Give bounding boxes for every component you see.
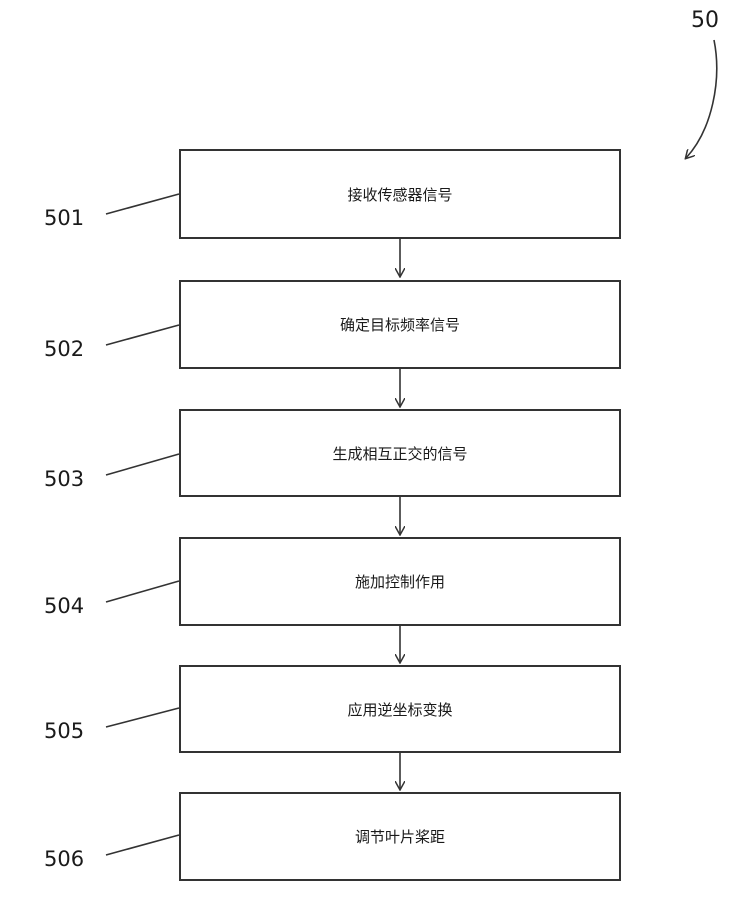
step-text-504: 施加控制作用 xyxy=(355,571,445,592)
leader-501 xyxy=(106,194,179,214)
ref-504: 504 xyxy=(44,594,84,618)
leader-504 xyxy=(106,581,179,602)
step-box-502: 确定目标频率信号 xyxy=(179,280,621,369)
ref-502: 502 xyxy=(44,337,84,361)
step-text-505: 应用逆坐标变换 xyxy=(347,699,452,720)
ref-501: 501 xyxy=(44,206,84,230)
leader-505 xyxy=(106,708,179,727)
leader-506 xyxy=(106,835,179,855)
ref-505: 505 xyxy=(44,719,84,743)
leader-503 xyxy=(106,454,179,475)
step-box-501: 接收传感器信号 xyxy=(179,149,621,239)
step-text-506: 调节叶片桨距 xyxy=(355,826,445,847)
step-text-502: 确定目标频率信号 xyxy=(340,314,460,335)
figure-pointer-arrow xyxy=(686,40,717,158)
step-box-504: 施加控制作用 xyxy=(179,537,621,626)
ref-506: 506 xyxy=(44,847,84,871)
step-box-505: 应用逆坐标变换 xyxy=(179,665,621,753)
step-text-501: 接收传感器信号 xyxy=(347,184,452,205)
ref-503: 503 xyxy=(44,467,84,491)
step-text-503: 生成相互正交的信号 xyxy=(332,443,467,464)
step-box-503: 生成相互正交的信号 xyxy=(179,409,621,497)
step-box-506: 调节叶片桨距 xyxy=(179,792,621,881)
leader-502 xyxy=(106,325,179,345)
